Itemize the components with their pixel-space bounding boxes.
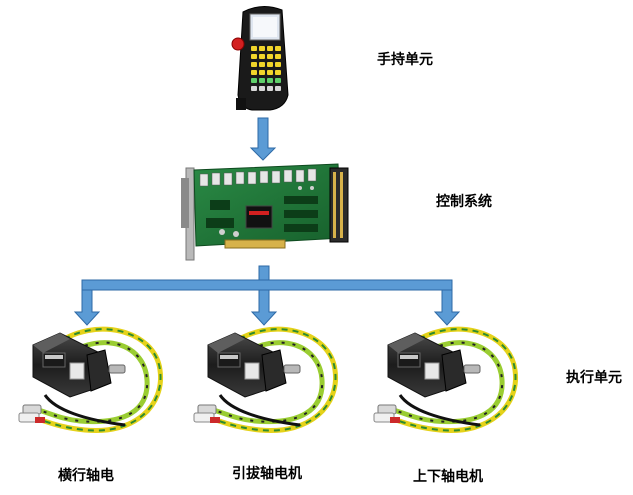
servo-motor-icon [194,329,336,430]
arrow-control-to-motors [75,266,459,325]
servo-motor-icon [374,329,516,430]
servo-motor-icon [19,329,161,430]
label-motor-horizontal: 横行轴电 [58,465,114,485]
label-control-system: 控制系统 [436,191,492,211]
label-motor-pull: 引拔轴电机 [232,463,302,483]
control-card-icon [181,164,348,260]
label-motor-vertical: 上下轴电机 [413,466,483,486]
handheld-pendant-icon [232,6,288,110]
label-handheld-unit: 手持单元 [377,49,433,69]
label-execution-unit: 执行单元 [566,367,622,387]
arrow-pendant-to-control [251,118,275,160]
